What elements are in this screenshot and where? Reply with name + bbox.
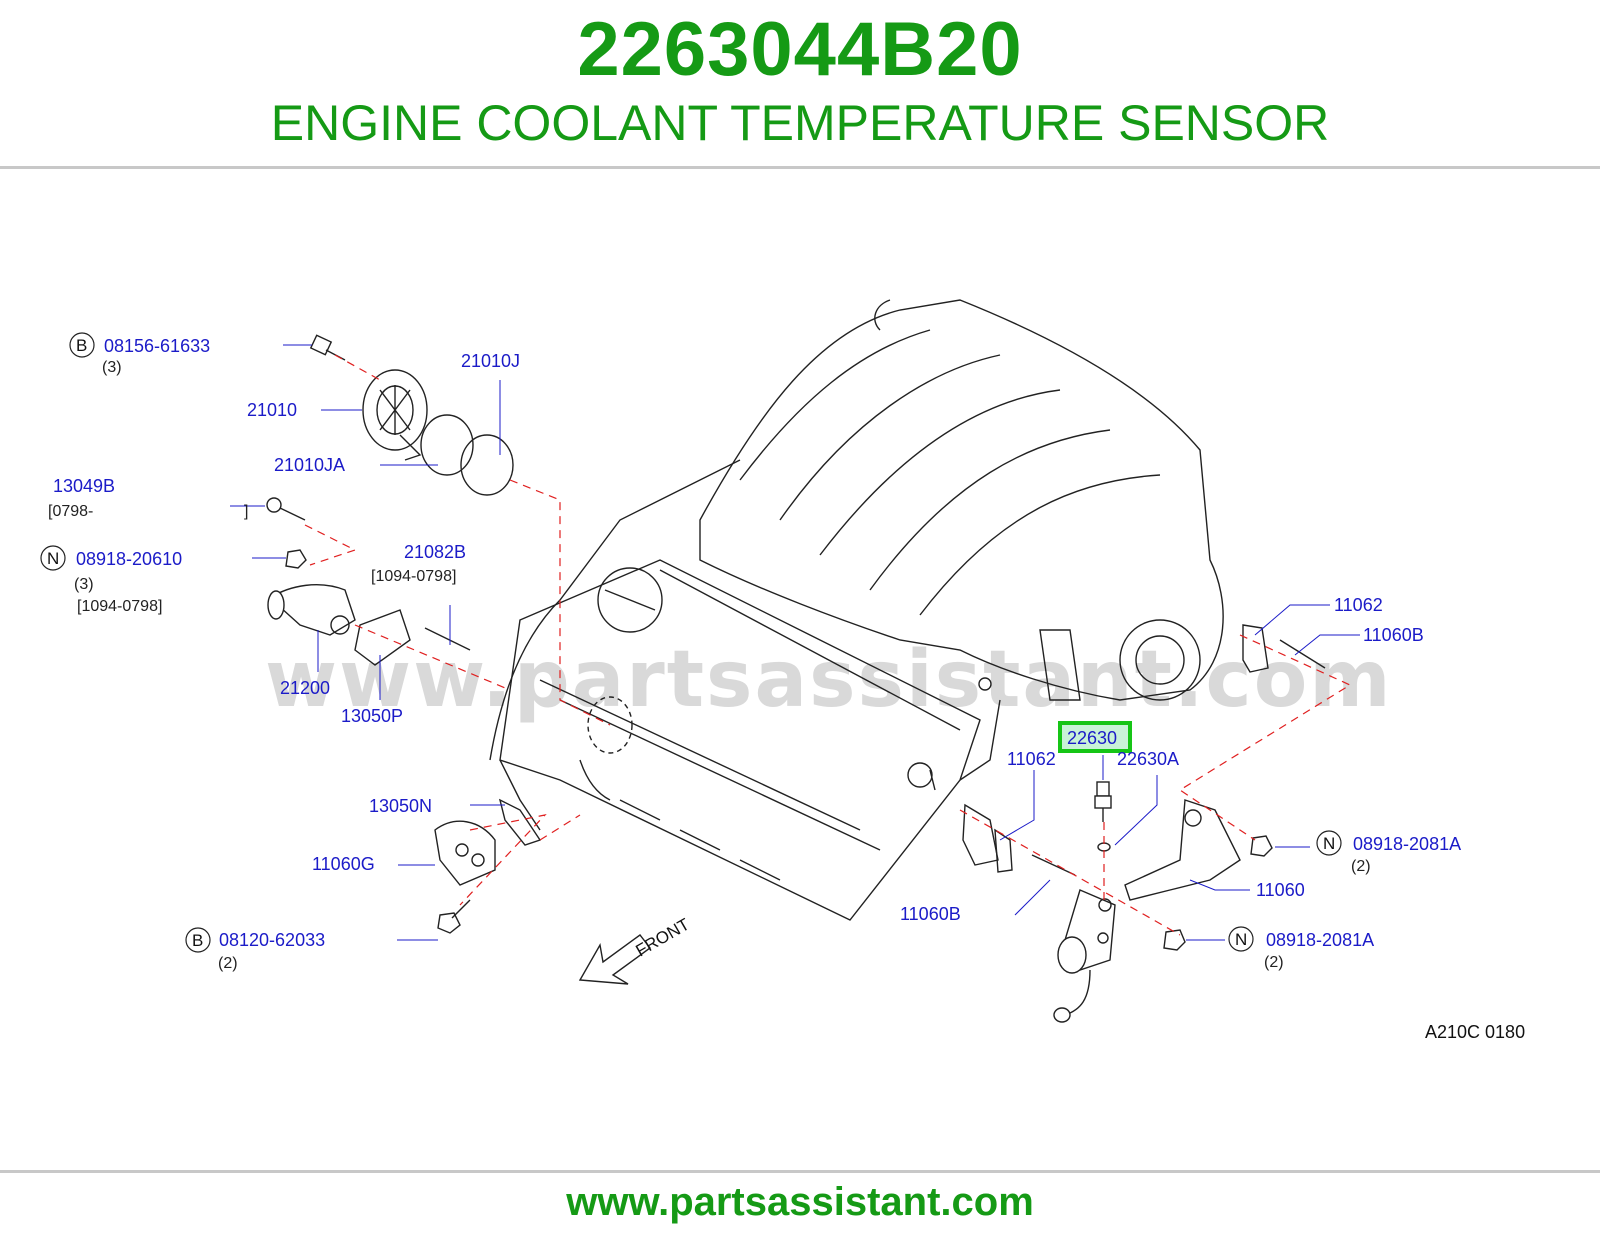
intake-manifold-outline <box>699 299 1224 701</box>
callout-13050N[interactable]: 13050N <box>369 796 432 816</box>
callout-21010[interactable]: 21010 <box>247 400 297 420</box>
qty-2081A-lower: (2) <box>1264 954 1284 971</box>
coolant-outlet-group <box>962 624 1326 1023</box>
stud-11060B-right-icon <box>1279 639 1326 669</box>
footer-divider <box>0 1170 1600 1173</box>
washer-22630A-icon <box>1097 842 1111 852</box>
callout-08120-62033[interactable]: 08120-62033 <box>219 930 325 950</box>
callout-21010J[interactable]: 21010J <box>461 351 520 371</box>
header-divider <box>0 166 1600 169</box>
gasket-21010JA-icon <box>420 414 474 476</box>
range-13049B-end: ] <box>244 503 248 520</box>
nut-2081A-lower-icon <box>1163 929 1186 951</box>
stud-11060B-center-icon <box>1031 854 1076 876</box>
nut-2081A-upper-icon <box>1250 835 1273 857</box>
diagram-reference-code: A210C 0180 <box>1425 1022 1525 1042</box>
qty-2081A-upper: (2) <box>1351 858 1371 875</box>
gasket-13050N-icon <box>498 798 542 846</box>
range-13049B-start: [0798- <box>48 503 93 520</box>
range-21082B: [1094-0798] <box>371 568 456 585</box>
gasket-13050P-icon <box>354 609 411 666</box>
marker-08918-20610: N <box>47 549 59 568</box>
callout-11062-center[interactable]: 11062 <box>1007 749 1056 769</box>
marker-08120: B <box>192 931 203 950</box>
marker-08156: B <box>76 336 87 355</box>
callout-11060B-center[interactable]: 11060B <box>900 904 961 924</box>
markers: B N B N N <box>40 332 1342 953</box>
highlight-box-22630 <box>1058 721 1132 753</box>
gasket-21010J-icon <box>460 434 514 496</box>
footer-url[interactable]: www.partsassistant.com <box>566 1180 1034 1224</box>
water-pump-icon <box>362 369 428 461</box>
water-pump-group <box>266 334 542 934</box>
callout-21200[interactable]: 21200 <box>280 678 330 698</box>
callout-08918-2081A-lower[interactable]: 08918-2081A <box>1266 930 1374 950</box>
callout-11060[interactable]: 11060 <box>1256 880 1305 900</box>
throttle-body <box>1119 619 1201 701</box>
callout-13049B[interactable]: 13049B <box>53 476 115 496</box>
callout-13050P[interactable]: 13050P <box>341 706 403 726</box>
qty-08156: (3) <box>102 359 122 376</box>
marker-2081A-lower: N <box>1235 930 1247 949</box>
callout-08156-61633[interactable]: 08156-61633 <box>104 336 210 356</box>
stud-21082B-icon <box>424 627 471 651</box>
parts-diagram: www.partsassistant.com <box>40 299 1525 1042</box>
part-name-subtitle: ENGINE COOLANT TEMPERATURE SENSOR <box>270 95 1330 151</box>
qty-08120: (2) <box>218 955 238 972</box>
callout-11060B-right[interactable]: 11060B <box>1363 625 1424 645</box>
marker-2081A-upper: N <box>1323 834 1335 853</box>
callout-11062-right[interactable]: 11062 <box>1334 595 1383 615</box>
callout-08918-2081A-upper[interactable]: 08918-2081A <box>1353 834 1461 854</box>
oil-filler-cap <box>597 567 663 633</box>
watermark-text: www.partsassistant.com <box>265 635 1393 725</box>
callout-11060G[interactable]: 11060G <box>312 854 375 874</box>
qty-08918-20610: (3) <box>74 576 94 593</box>
water-outlet-21200-icon <box>267 584 356 636</box>
part-number-title: 2263044B20 <box>577 7 1023 92</box>
range-08918-20610: [1094-0798] <box>77 598 162 615</box>
bolt-13049B-icon <box>266 497 306 521</box>
gasket-11062-center-icon <box>962 803 999 866</box>
gasket-11062-right-icon <box>1242 624 1269 673</box>
nut-08918-20610-icon <box>285 549 307 569</box>
leader-lines <box>230 344 1360 941</box>
callout-21082B[interactable]: 21082B <box>404 542 466 562</box>
bolt-08120-icon <box>437 899 471 934</box>
assembly-lines <box>304 354 1352 936</box>
valve-cover-outline <box>499 559 981 921</box>
engine-block-drawing <box>489 299 1224 921</box>
water-outlet-11060-icon <box>1053 799 1241 1023</box>
bolt-08156-icon <box>309 334 346 361</box>
front-direction-arrow: FRONT <box>578 915 693 985</box>
callout-22630A[interactable]: 22630A <box>1117 749 1179 769</box>
page-header: 2263044B20 ENGINE COOLANT TEMPERATURE SE… <box>0 0 1600 168</box>
callout-labels: 08156-61633 (3) 21010J 21010 21010JA 130… <box>48 336 1525 1042</box>
water-inlet-11060G-icon <box>434 820 496 886</box>
callout-22630-highlighted[interactable]: 22630 <box>1067 728 1117 748</box>
callout-21010JA[interactable]: 21010JA <box>274 455 345 475</box>
callout-08918-20610[interactable]: 08918-20610 <box>76 549 182 569</box>
coolant-temperature-sensor-icon <box>1094 781 1112 822</box>
